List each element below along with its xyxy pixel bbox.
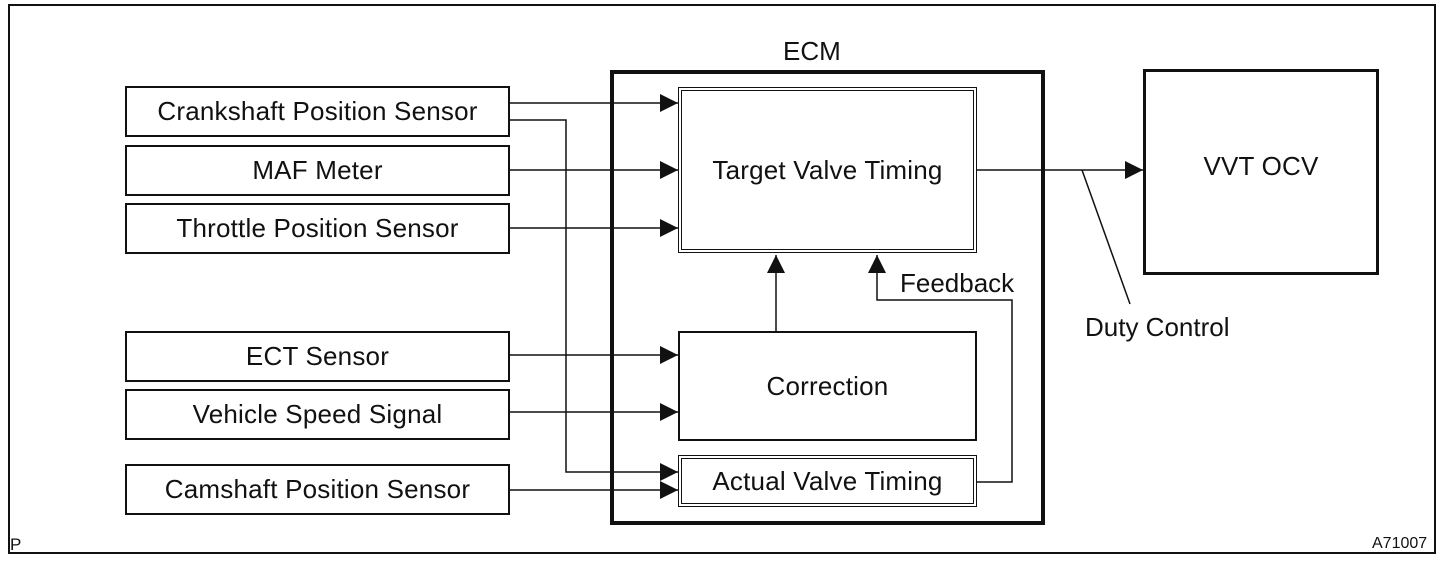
throttle-sensor-label: Throttle Position Sensor [176, 213, 459, 243]
maf-meter-label: MAF Meter [252, 155, 383, 185]
camshaft-sensor-label: Camshaft Position Sensor [164, 474, 471, 504]
correction-box: Correction [678, 331, 977, 441]
corner-mark-p: P [10, 535, 22, 554]
ect-sensor-label: ECT Sensor [245, 341, 390, 371]
vvt-ocv-box: VVT OCV [1143, 69, 1379, 275]
actual-valve-timing-box: Actual Valve Timing [678, 455, 977, 507]
maf-meter-box: MAF Meter [125, 145, 510, 196]
vehicle-speed-label: Vehicle Speed Signal [192, 399, 443, 429]
feedback-arrow [868, 255, 1013, 483]
target-valve-timing-label: Target Valve Timing [712, 154, 943, 185]
vehicle-speed-box: Vehicle Speed Signal [125, 389, 510, 440]
duty-control-label: Duty Control [1085, 312, 1230, 342]
figure-code: A71007 [1372, 535, 1428, 552]
ecm-box [610, 70, 1045, 525]
camshaft-sensor-box: Camshaft Position Sensor [125, 464, 510, 515]
feedback-label: Feedback [900, 268, 1015, 298]
crank-to-actual-arrow [510, 119, 678, 481]
actual-valve-timing-label: Actual Valve Timing [712, 465, 943, 496]
diagram-frame [8, 4, 1436, 554]
correction-label: Correction [766, 370, 889, 401]
ect-sensor-box: ECT Sensor [125, 331, 510, 382]
duty-control-leader [1081, 169, 1131, 305]
crankshaft-sensor-box: Crankshaft Position Sensor [125, 86, 510, 137]
vvt-ocv-label: VVT OCV [1203, 150, 1319, 181]
throttle-sensor-box: Throttle Position Sensor [125, 203, 510, 254]
ecm-title: ECM [783, 36, 841, 66]
crankshaft-sensor-label: Crankshaft Position Sensor [157, 96, 478, 126]
target-valve-timing-box: Target Valve Timing [678, 87, 977, 253]
